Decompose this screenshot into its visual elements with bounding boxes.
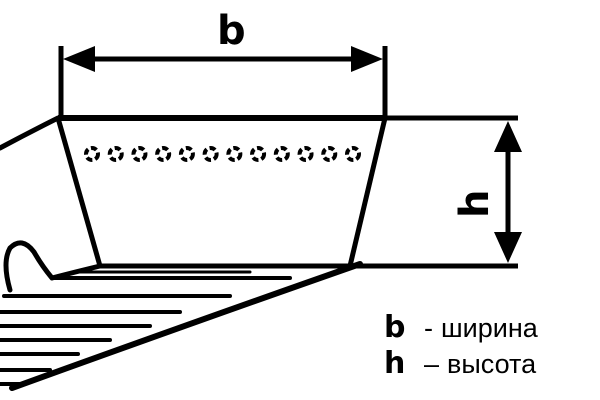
cord-dot — [345, 146, 361, 162]
cord-dot — [84, 146, 100, 162]
legend-symbol: h — [384, 346, 406, 381]
height-symbol-label: h — [452, 190, 498, 218]
width-symbol-label: b — [217, 8, 246, 54]
cord-dot — [321, 146, 338, 162]
legend-row-height: h–высота — [384, 346, 538, 382]
pulley-contour — [0, 115, 103, 293]
belt-section — [55, 115, 388, 269]
cord-dot — [178, 146, 195, 162]
legend-text: высота — [447, 349, 537, 379]
width-dimension — [58, 46, 388, 118]
cord-dot — [155, 146, 172, 162]
cord-dot — [131, 146, 148, 162]
cord-dot — [250, 146, 267, 162]
cord-dot — [202, 146, 219, 162]
cord-dot — [226, 146, 243, 162]
height-dimension — [350, 115, 522, 269]
legend-symbol: b — [384, 310, 406, 345]
cord-dot — [297, 146, 314, 162]
cord-dot — [107, 146, 124, 162]
legend-dash: – — [424, 349, 440, 379]
cord-dots — [84, 146, 361, 162]
pulley-hatching — [0, 261, 363, 391]
cord-dot — [273, 146, 290, 162]
legend-text: ширина — [441, 313, 538, 343]
legend-row-width: b-ширина — [384, 310, 538, 346]
legend: b-ширина h–высота — [384, 310, 538, 382]
legend-dash: - — [424, 313, 433, 343]
